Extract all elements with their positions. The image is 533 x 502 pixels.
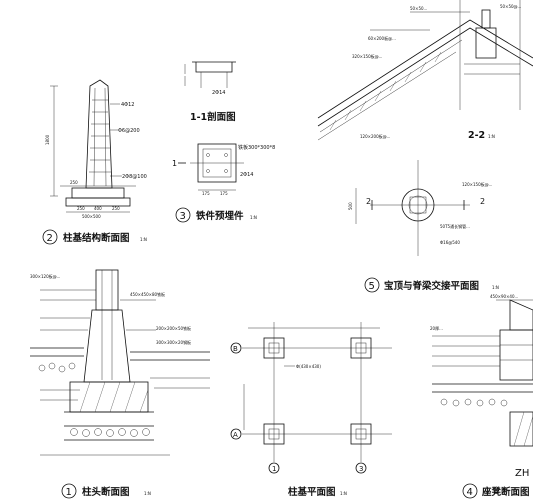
grid-3-label: 3 xyxy=(359,465,363,473)
ridge-label-507: 50T5通长钢管... xyxy=(440,223,470,229)
gravel-bottom xyxy=(70,428,150,437)
detail-4-title: 座凳断面图 xyxy=(481,486,530,498)
gravel-left xyxy=(38,362,76,373)
watermark: ZH xyxy=(515,468,529,479)
grid-1-label: 1 xyxy=(272,465,276,473)
detail-1-column-head-section: 300×120板@... 450×450×80铁板 200×200×50铁板 3… xyxy=(30,269,210,499)
grid-1-bubble xyxy=(268,462,280,474)
detail-4-number: 4 xyxy=(467,487,473,498)
svg-text:50×50...: 50×50... xyxy=(410,6,427,11)
roof-label-120: 120×200板@... xyxy=(360,133,390,139)
rebar-label: 4Φ12 xyxy=(121,102,134,108)
roof-label-50: 50×50@... xyxy=(500,4,521,9)
detail-1-scale: 1:N xyxy=(144,491,151,496)
detail-3-embedded-plate: 1 铁板300*300*8 2Φ14 175 175 3 铁件预埋件 1:N xyxy=(172,143,275,223)
detail-2-number-circle xyxy=(42,229,58,245)
grid-a-bubble xyxy=(230,428,242,440)
detail-1-number-circle xyxy=(61,483,77,499)
col-dim-label: 500×500 xyxy=(82,214,101,219)
svg-text:250: 250 xyxy=(77,206,85,211)
detail-5-finial-ridge-plan: 2 2 500 120×150板@... 50T5通长钢管... Φ16@540… xyxy=(348,160,499,293)
svg-text:250: 250 xyxy=(112,206,120,211)
grid-3-bubble xyxy=(355,462,367,474)
section-2-2-roof-ridge: 50×50... 60×200板@... 320×150板@... 120×20… xyxy=(317,0,533,141)
section-1-1-title: 1-1剖面图 xyxy=(190,111,236,123)
detail-1-number: 1 xyxy=(66,487,72,498)
plate-dim-b: 175 xyxy=(220,191,228,196)
bench-label-450: 450×90×40... xyxy=(490,294,518,299)
footing-a3 xyxy=(350,423,372,445)
section-2-2-scale: 1:N xyxy=(488,134,495,139)
svg-text:400: 400 xyxy=(94,206,102,211)
cut-mark-2-right: 2 xyxy=(480,197,485,206)
plate-rebar-label: 2Φ14 xyxy=(240,172,253,178)
detail-2-number: 2 xyxy=(47,233,53,244)
cut-mark-2-left: 2 xyxy=(366,197,371,206)
stirrup-label-2: 2Φ8@100 xyxy=(122,174,147,180)
plate-dim-a: 175 xyxy=(202,191,210,196)
ridge-label-d16: Φ16@540 xyxy=(440,240,460,245)
detail-2-scale: 1:N xyxy=(140,237,147,242)
section-2-2-title: 2-2 xyxy=(468,130,485,141)
footing-a1 xyxy=(263,423,285,445)
plan-scale: 1:N xyxy=(340,491,347,496)
bench-gravel xyxy=(440,398,508,407)
svg-text:250: 250 xyxy=(70,180,78,185)
detail-3-number-circle xyxy=(175,207,191,223)
plan-title: 柱基平面图 xyxy=(288,486,336,498)
detail-2-column-foundation-section: 1800 250 400 250 500×500 4Φ12 Φ6@200 2Φ8… xyxy=(42,79,147,245)
head-label-300: 300×120板@... xyxy=(30,273,60,279)
cut-mark-1-left: 1 xyxy=(172,159,177,168)
roof-label-320: 320×150板@... xyxy=(352,53,382,59)
detail-4-number-circle xyxy=(462,483,478,499)
svg-text:1800: 1800 xyxy=(45,134,50,145)
section-rebar-label: 2Φ14 xyxy=(212,90,225,96)
bench-label-20: 20厚... xyxy=(430,326,443,331)
detail-3-scale: 1:N xyxy=(250,215,257,220)
detail-5-title: 宝顶与脊梁交接平面图 xyxy=(384,280,479,292)
section-1-1: 2Φ14 1-1剖面图 xyxy=(184,61,236,123)
grid-a-label: A xyxy=(233,431,238,439)
detail-3-title: 铁件预埋件 xyxy=(196,210,244,222)
ridge-label-120: 120×150板@... xyxy=(462,181,492,187)
detail-5-number: 5 xyxy=(369,281,375,292)
stirrup-label: Φ6@200 xyxy=(118,128,140,134)
column-foundation-plan: Φ(430×430) B A 1 3 柱基平面图 1:N xyxy=(230,322,392,498)
plate-label: 铁板300*300*8 xyxy=(238,144,275,151)
svg-text:500: 500 xyxy=(348,202,353,210)
roof-label-60: 60×200板@... xyxy=(368,35,396,41)
head-label-300b: 300×300×20钢板 xyxy=(156,339,191,345)
detail-1-title: 柱头断面图 xyxy=(82,486,130,498)
plan-dim-label: Φ(430×430) xyxy=(296,364,321,369)
head-label-450: 450×450×80铁板 xyxy=(130,291,165,297)
detail-2-title: 柱基结构断面图 xyxy=(63,232,130,244)
detail-5-scale: 1:N xyxy=(492,285,499,290)
grid-b-bubble xyxy=(230,342,242,354)
grid-b-label: B xyxy=(233,345,238,353)
detail-3-number: 3 xyxy=(180,211,186,222)
head-label-200: 200×200×50铁板 xyxy=(156,325,191,331)
footing-b3 xyxy=(350,337,372,359)
detail-5-number-circle xyxy=(364,277,380,293)
footing-b1 xyxy=(263,337,285,359)
detail-4-bench-section: 450×90×40... 20厚... ZH 4 座凳断面图 xyxy=(430,294,533,499)
